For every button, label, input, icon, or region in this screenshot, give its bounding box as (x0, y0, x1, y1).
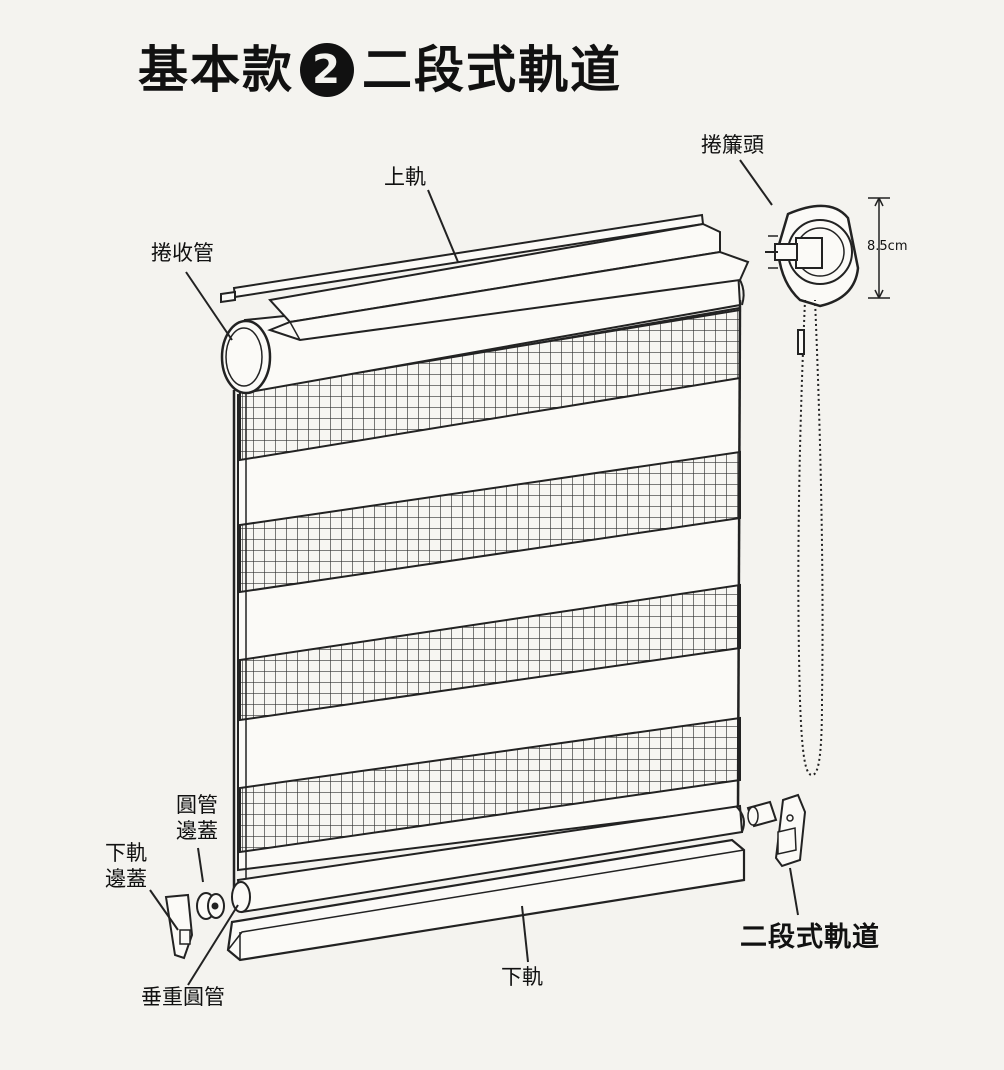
label-dimension: 8.5cm (867, 239, 908, 254)
label-bottom-rail-cap-line2: 邊蓋 (105, 867, 147, 891)
weight-tube (231, 804, 745, 914)
right-end-caps (746, 793, 807, 868)
label-bottom-rail: 下軌 (501, 965, 543, 989)
left-end-caps (164, 892, 225, 960)
label-two-section-rail: 二段式軌道 (740, 922, 880, 953)
title-number-badge: 2 (300, 43, 354, 97)
mesh-stripe-3 (239, 583, 741, 722)
label-roller-tube: 捲收管 (151, 241, 214, 265)
roller-tube (220, 268, 745, 395)
bottom-rail (226, 838, 746, 962)
title-prefix: 基本款 (138, 41, 294, 99)
title-suffix: 二段式軌道 (362, 41, 622, 99)
label-weight-tube: 垂重圓管 (141, 985, 225, 1009)
fabric-panel (232, 299, 742, 900)
label-winding-head: 捲簾頭 (701, 133, 764, 157)
label-tube-end-cap-line2: 邊蓋 (176, 819, 218, 843)
leader-lines (149, 159, 799, 986)
label-tube-end-cap: 圓管 邊蓋 (167, 792, 227, 844)
label-tube-end-cap-line1: 圓管 (176, 793, 218, 817)
label-top-rail: 上軌 (384, 165, 426, 189)
label-bottom-rail-cap: 下軌 邊蓋 (96, 840, 156, 892)
label-bottom-rail-cap-line1: 下軌 (105, 841, 147, 865)
dimension-marker (868, 197, 890, 299)
top-rail (220, 213, 750, 342)
mesh-stripe-4 (239, 716, 741, 854)
winding-head (765, 204, 860, 308)
bead-chain (797, 299, 824, 777)
